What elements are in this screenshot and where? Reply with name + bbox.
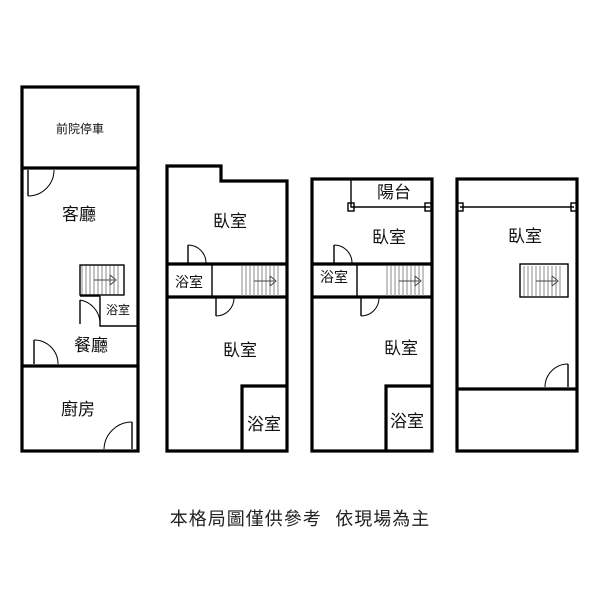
- f3-door-1: [333, 244, 353, 264]
- floor-3-outline: [310, 177, 434, 453]
- f1-door-dining: [33, 339, 59, 365]
- room-label: 陽台: [377, 183, 411, 203]
- f1-stairs: [81, 264, 119, 296]
- disclaimer-text: 本格局圖僅供參考 依現場為主: [169, 509, 431, 530]
- room-label: 客廳: [62, 205, 96, 225]
- floor-4: 臥室: [455, 177, 579, 453]
- f2-bath-wall: [240, 384, 287, 451]
- f2-door-2: [215, 297, 235, 317]
- f1-door-bath: [79, 299, 101, 324]
- room-label: 浴室: [320, 269, 348, 286]
- floor-1: 前院停車 客廳 浴室 餐廳 廚房: [20, 85, 140, 453]
- f3-door-2: [360, 297, 380, 317]
- f1-door-kitchen: [103, 421, 133, 450]
- floor-2-outline: [165, 164, 289, 453]
- room-label: 浴室: [390, 412, 424, 432]
- floor-2: 臥室 浴室 臥室 浴室: [165, 164, 289, 453]
- room-label: 廚房: [61, 399, 95, 420]
- floor-3: 陽台 臥室 浴室 臥室 浴室: [310, 177, 434, 453]
- floor-1-outline: [20, 85, 140, 453]
- f3-stairs: [386, 265, 424, 297]
- room-label: 臥室: [223, 341, 257, 361]
- room-label: 浴室: [106, 302, 130, 317]
- f1-door-living: [27, 169, 55, 197]
- room-label: 臥室: [508, 227, 542, 247]
- balcony-rail: [350, 180, 430, 208]
- room-label: 臥室: [384, 339, 418, 359]
- f1-bath-wall: [99, 296, 138, 327]
- room-label: 臥室: [372, 228, 406, 248]
- room-label: 前院停車: [56, 121, 104, 136]
- room-label: 浴室: [247, 415, 281, 435]
- room-label: 浴室: [175, 274, 203, 291]
- room-label: 餐廳: [74, 336, 108, 356]
- floor-4-outline: [455, 177, 579, 453]
- f2-door-1: [187, 244, 207, 264]
- f2-stairs: [241, 265, 279, 297]
- f4-door: [544, 363, 569, 388]
- f3-bath-wall: [384, 384, 432, 451]
- room-label: 臥室: [213, 212, 247, 232]
- f4-stairs: [523, 265, 561, 297]
